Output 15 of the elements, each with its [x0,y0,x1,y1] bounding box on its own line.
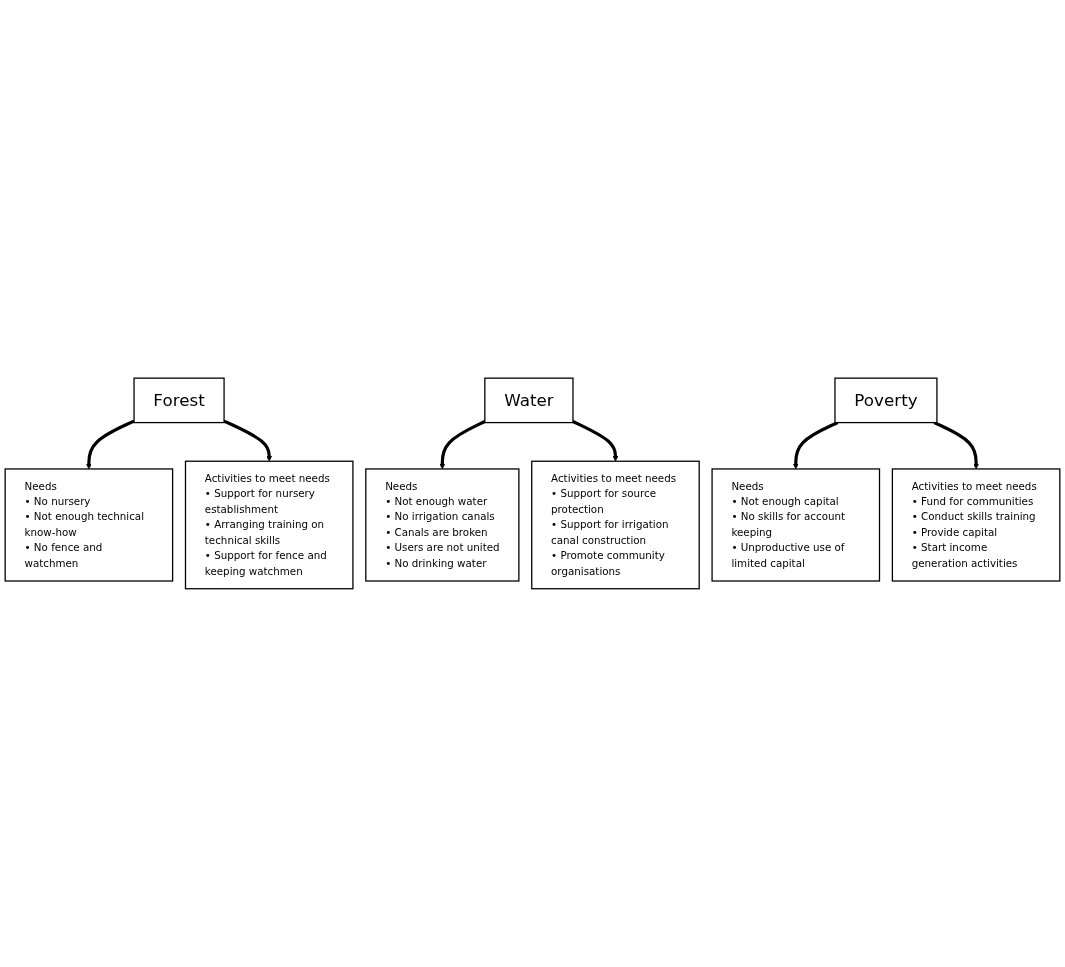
arrow [792,421,839,470]
node-box: Poverty [834,377,938,424]
node-box: Needs • Not enough water • No irrigation canals • Canals are broken • Users are not united • No drinking water [365,468,520,582]
node-box: Forest [133,377,225,424]
node-box: Needs • No nursery • Not enough technical know-how • No fence and watchmen [4,468,174,582]
node-box: Activities to meet needs • Support for source protection • Support for irrigation canal construction • Promote community organisations [531,460,700,590]
node-box: Water [484,377,574,424]
arrow [439,420,486,470]
arrow [223,419,273,462]
arrow [933,421,979,470]
arrow [572,420,619,462]
arrow [86,419,135,470]
node-box: Needs • Not enough capital • No skills for account keeping • Unproductive use of limited capital [711,468,881,582]
node-box: Activities to meet needs • Fund for communities • Conduct skills training • Provide capital • Start income generation activities [891,468,1061,582]
node-box: Activities to meet needs • Support for nursery establishment • Arranging training on technical skills • Support for fence and keeping watchmen [184,460,354,590]
